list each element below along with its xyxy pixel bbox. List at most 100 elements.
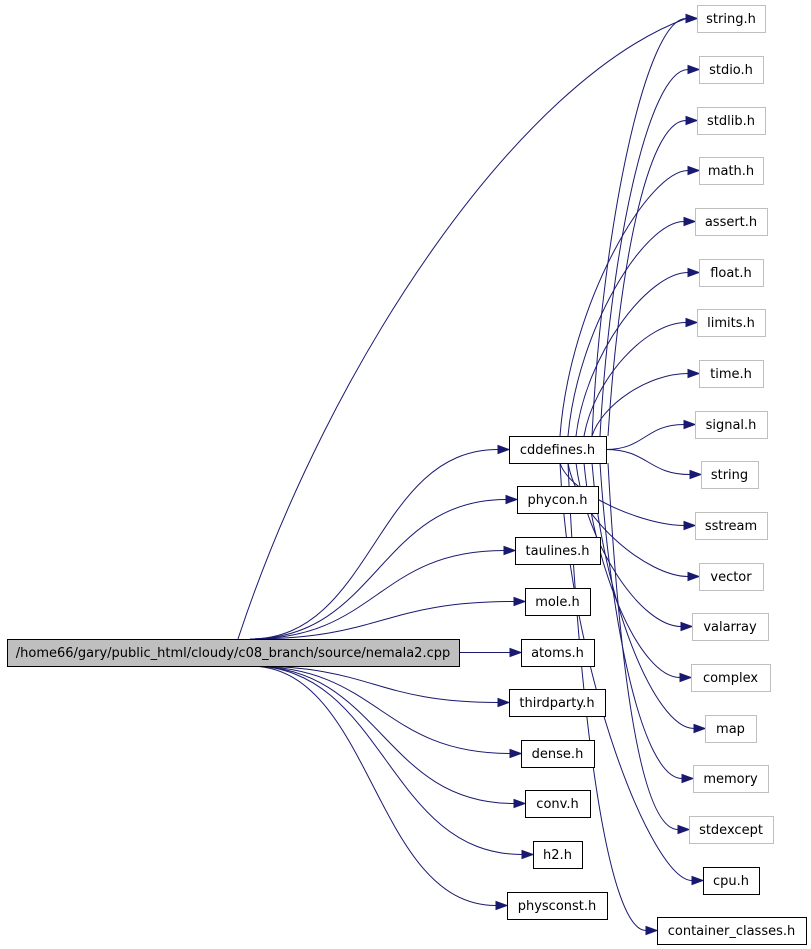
node-root[interactable]: /home66/gary/public_html/cloudy/c08_bran…: [7, 639, 460, 667]
node-string-box: [701, 461, 759, 489]
node-float-label: float.h: [710, 266, 752, 281]
node-h2[interactable]: h2.h: [533, 841, 583, 869]
node-stdio-label: stdio.h: [709, 63, 753, 78]
arrowhead-cddefines-to-sstream: [683, 520, 697, 531]
arrowhead-root-to-conv: [513, 798, 527, 809]
node-map-box: [705, 715, 757, 743]
node-math-label: math.h: [708, 164, 754, 179]
arrowhead-root-to-cddefines: [497, 444, 511, 455]
node-taulines-label: taulines.h: [526, 544, 590, 559]
edge-cddefines-to-limits: [583, 322, 687, 437]
arrowhead-cddefines-to-stdlib: [685, 115, 699, 126]
node-thirdparty-label: thirdparty.h: [519, 696, 594, 711]
node-time: time.h: [699, 360, 764, 388]
edge-root-to-dense: [249, 665, 511, 754]
node-limits-label: limits.h: [707, 316, 755, 331]
arrowhead-cddefines-to-memory: [681, 773, 695, 784]
edge-cddefines-to-vector: [567, 462, 689, 577]
node-mole-box: [525, 588, 591, 616]
node-container_classes-label: container_classes.h: [668, 924, 796, 939]
node-stdexcept: stdexcept: [689, 816, 774, 844]
node-vector-label: vector: [710, 570, 752, 585]
node-stdexcept-box: [689, 816, 774, 844]
node-cddefines[interactable]: cddefines.h: [509, 436, 607, 464]
edge-root-to-physconst: [249, 665, 497, 906]
node-mole[interactable]: mole.h: [525, 588, 591, 616]
node-complex-box: [691, 664, 771, 692]
edge-cddefines-to-assert: [567, 221, 685, 437]
node-atoms-label: atoms.h: [531, 646, 584, 661]
node-map: map: [705, 715, 757, 743]
node-phycon-label: phycon.h: [528, 493, 588, 508]
arrowhead-cddefines-to-complex: [679, 672, 693, 683]
node-phycon-box: [517, 486, 599, 514]
arrowhead-cddefines-to-string: [689, 469, 703, 480]
arrowhead-cddefines-to-stdexcept: [677, 824, 691, 835]
arrowhead-cddefines-to-map: [693, 723, 707, 734]
node-stdexcept-label: stdexcept: [699, 823, 763, 838]
arrowhead-cddefines-to-string_h: [685, 13, 699, 24]
node-sstream-box: [695, 512, 768, 540]
node-dense-label: dense.h: [532, 747, 584, 762]
edge-root-to-taulines: [249, 550, 505, 640]
node-vector: vector: [699, 563, 764, 591]
node-float: float.h: [699, 259, 764, 287]
edge-cddefines-to-stdexcept: [607, 462, 679, 830]
node-memory-box: [693, 765, 769, 793]
arrowhead-root-to-h2: [521, 849, 535, 860]
node-stdio-box: [699, 56, 764, 84]
node-string_h-box: [697, 5, 766, 33]
node-sstream-label: sstream: [705, 519, 757, 534]
edge-root-to-conv: [249, 665, 515, 804]
edge-root-to-mole: [249, 601, 515, 640]
node-physconst[interactable]: physconst.h: [507, 892, 608, 920]
node-physconst-label: physconst.h: [518, 899, 597, 914]
edge-root-to-phycon: [249, 499, 507, 640]
node-valarray: valarray: [692, 613, 769, 641]
node-sstream: sstream: [695, 512, 768, 540]
node-map-label: map: [716, 722, 745, 737]
edge-cddefines-to-string_h: [591, 18, 687, 437]
node-container_classes[interactable]: container_classes.h: [657, 917, 807, 945]
node-memory: memory: [693, 765, 769, 793]
node-stdlib: stdlib.h: [697, 107, 766, 135]
edge-root-to-thirdparty: [249, 665, 499, 703]
edge-cddefines-to-signal: [605, 424, 685, 450]
edge-cddefines-to-string: [605, 449, 691, 475]
node-math-box: [699, 157, 764, 185]
edge-root-to-string_h: [237, 18, 687, 640]
node-math: math.h: [699, 157, 764, 185]
arrowhead-cddefines-to-float: [687, 267, 701, 278]
node-dense[interactable]: dense.h: [521, 740, 595, 768]
node-phycon[interactable]: phycon.h: [517, 486, 599, 514]
node-conv-label: conv.h: [536, 797, 578, 812]
node-taulines-box: [515, 537, 601, 565]
arrowhead-cddefines-to-assert: [683, 216, 697, 227]
node-cpu[interactable]: cpu.h: [703, 867, 760, 895]
node-thirdparty[interactable]: thirdparty.h: [509, 689, 606, 717]
node-float-box: [699, 259, 764, 287]
node-vector-box: [699, 563, 764, 591]
arrowhead-root-to-mole: [513, 596, 527, 607]
node-valarray-box: [692, 613, 769, 641]
arrowhead-root-to-atoms: [509, 647, 523, 658]
node-string: string: [701, 461, 759, 489]
edge-root-to-h2: [249, 665, 523, 855]
node-cpu-box: [703, 867, 760, 895]
node-stdio: stdio.h: [699, 56, 764, 84]
node-conv[interactable]: conv.h: [525, 790, 591, 818]
arrowhead-cddefines-to-signal: [683, 419, 697, 430]
node-atoms[interactable]: atoms.h: [521, 639, 595, 667]
arrowhead-cddefines-to-time: [687, 368, 701, 379]
node-h2-box: [533, 841, 583, 869]
edges-layer: [237, 13, 707, 936]
node-assert: assert.h: [695, 208, 768, 236]
node-string_h: string.h: [697, 5, 766, 33]
node-assert-label: assert.h: [705, 215, 757, 230]
node-root-box: [7, 639, 460, 667]
node-mole-label: mole.h: [535, 595, 580, 610]
node-complex-label: complex: [703, 671, 758, 686]
node-root-label: /home66/gary/public_html/cloudy/c08_bran…: [16, 646, 450, 661]
node-taulines[interactable]: taulines.h: [515, 537, 601, 565]
